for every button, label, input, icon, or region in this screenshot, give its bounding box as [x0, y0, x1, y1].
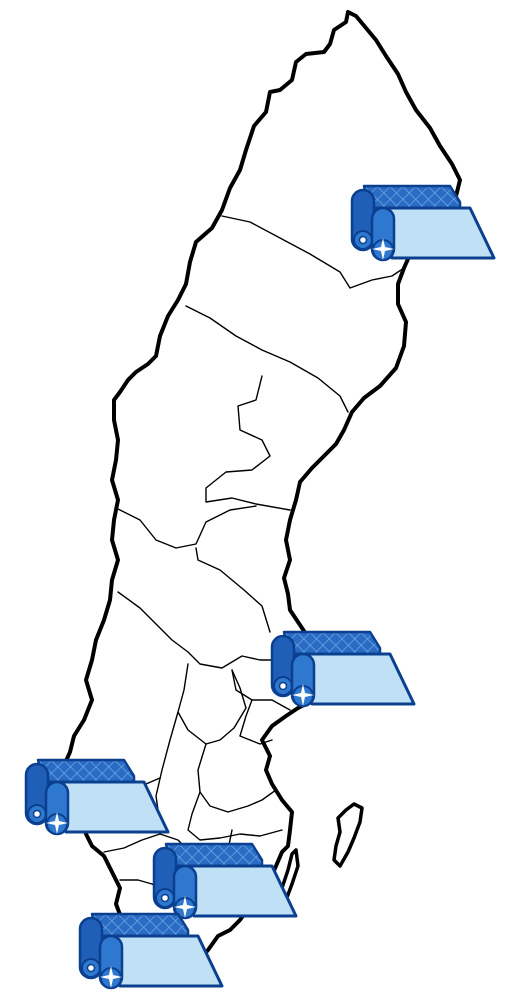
marker-east-central[interactable]: [270, 630, 416, 708]
gotland-island: [332, 802, 364, 868]
marker-north[interactable]: [350, 184, 496, 262]
region-borders: [103, 215, 405, 901]
fabric-roll-icon: [270, 630, 416, 708]
fabric-roll-icon: [350, 184, 496, 262]
